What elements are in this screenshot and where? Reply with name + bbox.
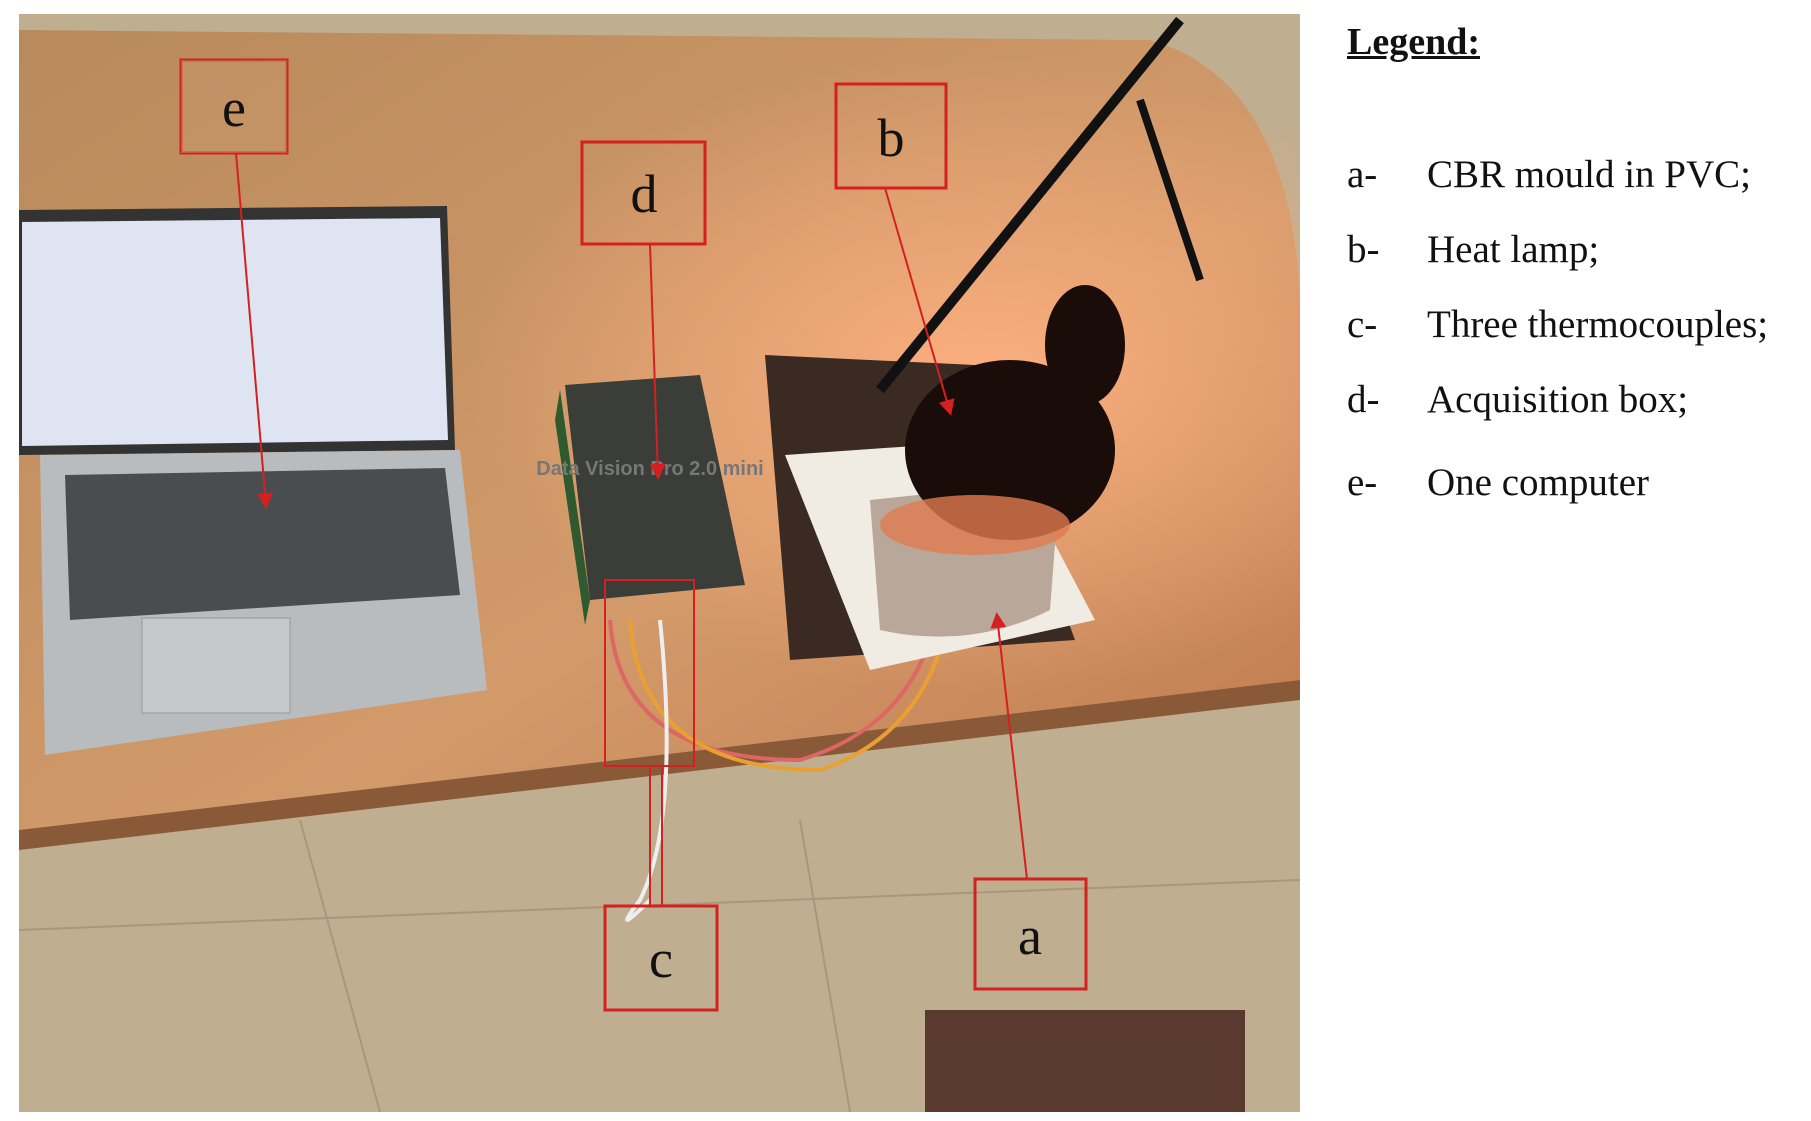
label-a: a [1018, 906, 1042, 966]
label-b: b [878, 108, 905, 168]
legend-key: c- [1347, 303, 1378, 346]
label-box-b [834, 82, 948, 190]
touchpad [141, 617, 291, 714]
legend-text: CBR mould in PVC; [1427, 153, 1751, 196]
label-c: c [649, 929, 673, 989]
legend-item-b: b- Heat lamp; [1347, 227, 1768, 302]
legend-item-a: a- CBR mould in PVC; [1347, 152, 1768, 227]
legend-text: Three thermocouples; [1427, 303, 1769, 346]
label-box-d [580, 140, 707, 246]
legend-item-e: e- One computer [1347, 460, 1768, 535]
experimental-setup-photo: Data Vision Pro 2.0 mini e d b c a [19, 14, 1300, 1112]
keyboard [65, 468, 460, 620]
legend-key: d- [1347, 378, 1380, 421]
laptop-screen [22, 218, 448, 446]
legend-item-c: c- Three thermocouples; [1347, 302, 1768, 377]
legend-text: Acquisition box; [1427, 378, 1689, 421]
heat-lamp [876, 16, 1204, 555]
legend-item-d: d- Acquisition box; [1347, 377, 1768, 452]
label-box-e [179, 58, 289, 155]
legend-text: One computer [1427, 461, 1650, 504]
label-d: d [631, 164, 658, 224]
legend: Legend: a- CBR mould in PVC; b- Heat lamp;… [1347, 20, 1768, 535]
laptop [19, 206, 487, 755]
wires [608, 619, 942, 922]
legend-key: a- [1347, 153, 1378, 196]
acquisition-box: Data Vision Pro 2.0 mini [536, 375, 764, 625]
label-e: e [222, 78, 246, 138]
stool [925, 1010, 1245, 1112]
legend-title: Legend: [1347, 21, 1480, 63]
legend-key: e- [1347, 461, 1378, 504]
legend-text: Heat lamp; [1427, 228, 1600, 271]
label-box-a [973, 877, 1088, 991]
legend-key: b- [1347, 228, 1380, 271]
box-label: Data Vision Pro 2.0 mini [536, 458, 763, 480]
annotations [179, 58, 1088, 1012]
